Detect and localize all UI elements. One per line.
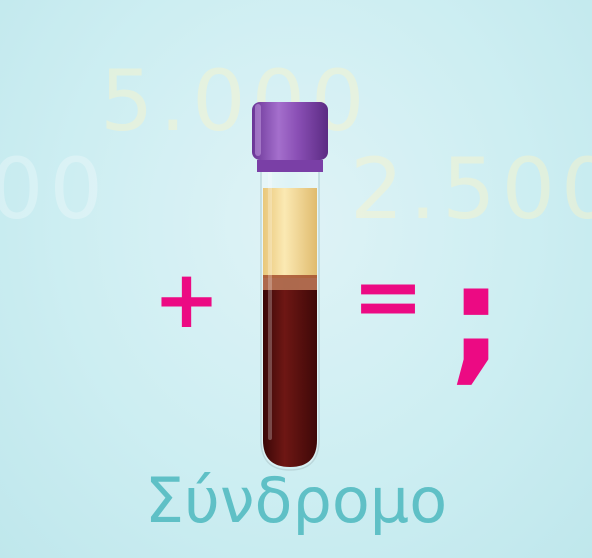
plus-sign: + bbox=[153, 253, 221, 346]
background-number-2500: 2.500 bbox=[350, 140, 592, 238]
page-title: Σύνδρομο bbox=[144, 464, 448, 537]
blood-tube-image bbox=[252, 102, 328, 471]
equals-sign: = bbox=[352, 247, 425, 347]
background-number-left: 00 bbox=[0, 140, 109, 238]
greek-question-mark: ; bbox=[448, 236, 504, 399]
